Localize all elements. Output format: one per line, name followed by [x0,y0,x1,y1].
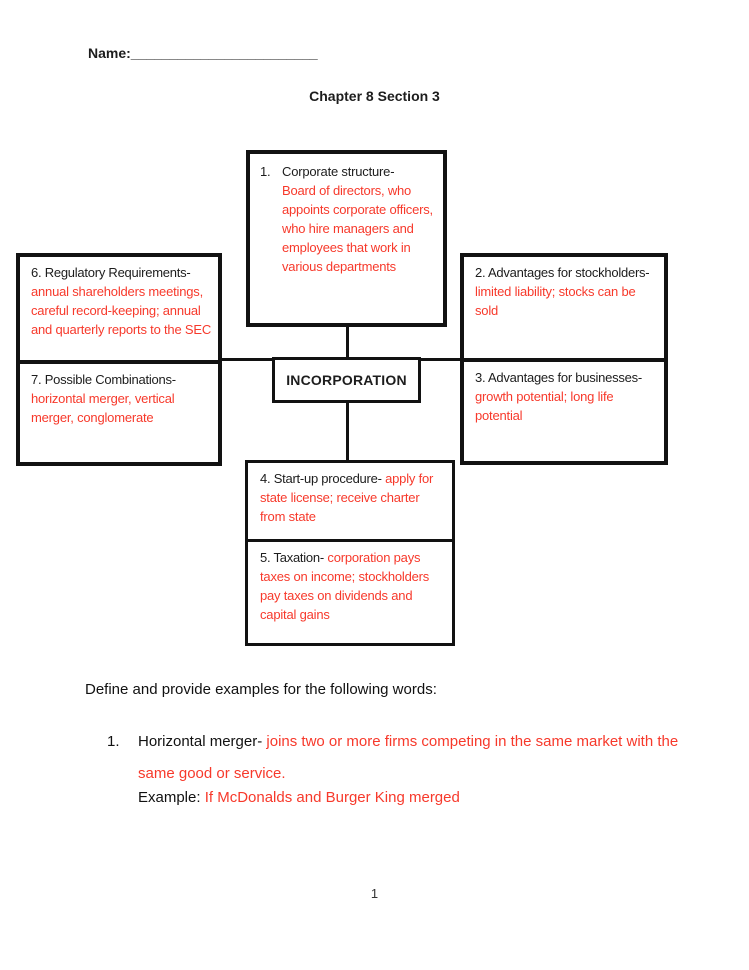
page-number: 1 [370,886,379,901]
box-corporate-structure: 1. Corporate structure- Board of directo… [246,150,447,327]
example-line: Example: If McDonalds and Burger King me… [138,789,460,806]
box-regulatory-requirements: 6. Regulatory Requirements- annual share… [20,257,218,360]
box-divider [20,360,218,364]
box-startup-procedure: 4. Start-up procedure- apply for state l… [248,463,452,539]
term-text: 4. Start-up procedure- [260,471,382,486]
example-label: Example: [138,789,201,806]
box-advantages-stockholders: 2. Advantages for stockholders- limited … [464,257,664,358]
left-box-stack: 6. Regulatory Requirements- annual share… [16,253,222,466]
term-text: 6. Regulatory Requirements- [31,265,191,280]
bottom-box-stack: 4. Start-up procedure- apply for state l… [245,460,455,646]
term-text: 5. Taxation- [260,550,324,565]
term-text: Horizontal merger- [138,733,263,750]
box-divider [248,539,452,542]
definition-text: limited liability; stocks can be sold [475,284,636,318]
box-divider [464,358,664,362]
definition-text: annual shareholders meetings, careful re… [31,284,212,337]
page-title: Chapter 8 Section 3 [309,88,440,104]
definition-text: Board of directors, who appoints corpora… [282,183,433,274]
term-text: 2. Advantages for stockholders- [475,265,650,280]
box-possible-combinations: 7. Possible Combinations- horizontal mer… [20,364,218,427]
example-text: If McDonalds and Burger King merged [204,789,460,806]
box-taxation: 5. Taxation- corporation pays taxes on i… [248,542,452,624]
incorporation-box: INCORPORATION [272,357,421,403]
name-line: Name:________________________ [88,45,318,61]
definition-text: horizontal merger, vertical merger, cong… [31,391,175,425]
definition-text: corporation pays taxes on income; stockh… [260,550,430,622]
connector-line-bottom [346,402,349,462]
name-label: Name: [88,45,131,61]
term-text: 7. Possible Combinations- [31,372,176,387]
definition-text: growth potential; long life potential [475,389,614,423]
connector-line-top [346,325,349,359]
prompt-text: Define and provide examples for the foll… [85,681,437,698]
box-advantages-businesses: 3. Advantages for businesses- growth pot… [464,362,664,425]
term-text: Corporate structure- [282,164,395,179]
definition-item-1: 1. Horizontal merger- joins two or more f… [107,726,686,790]
right-box-stack: 2. Advantages for stockholders- limited … [460,253,668,465]
definition-text: joins two or more firms competing in the… [138,733,679,782]
definition-text: apply for state license; receive charter… [260,471,434,524]
term-text: 3. Advantages for businesses- [475,370,642,385]
box-number: 1. [260,164,271,179]
name-blank-line: ________________________ [130,45,318,61]
item-number: 1. [107,733,120,750]
incorporation-label: INCORPORATION [286,372,407,388]
